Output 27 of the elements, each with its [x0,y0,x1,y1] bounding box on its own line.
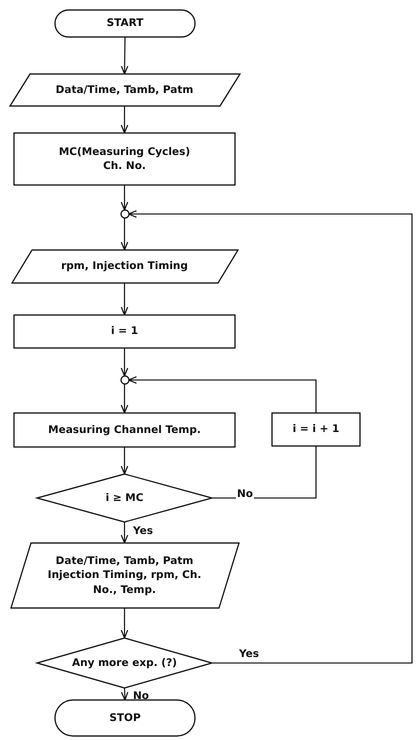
node-text: i = 1 [110,324,138,339]
edge-label: Yes [238,648,260,660]
arrow [120,608,128,639]
node-text: rpm, Injection Timing [61,259,188,274]
arrow [120,447,128,475]
arrow [128,376,317,413]
node-text: i = i + 1 [292,422,340,437]
arrow [120,688,128,701]
arrow [128,210,413,664]
arrow [120,37,128,75]
node-text: Data/Time, Tamb, Patm [56,82,194,98]
arrow [120,384,128,414]
edge-label: Yes [132,525,154,537]
arrow [120,283,128,316]
node-text: START [106,16,144,31]
arrow [120,218,128,251]
edge-label: No [236,488,254,500]
arrow [120,348,128,377]
node-text: Date/Time, Tamb, Patm Injection Timing, rpm, Ch. No., Temp. [46,554,202,597]
node-text: Measuring Channel Temp. [48,422,201,438]
node-text: i ≥ MC [106,490,144,506]
node-text: STOP [109,710,141,726]
node-text: MC(Measuring Cycles) Ch. No. [58,144,192,174]
arrow [120,522,128,544]
arrow [120,106,128,134]
node-text: Any more exp. (?) [72,656,177,670]
arrow [120,185,128,211]
